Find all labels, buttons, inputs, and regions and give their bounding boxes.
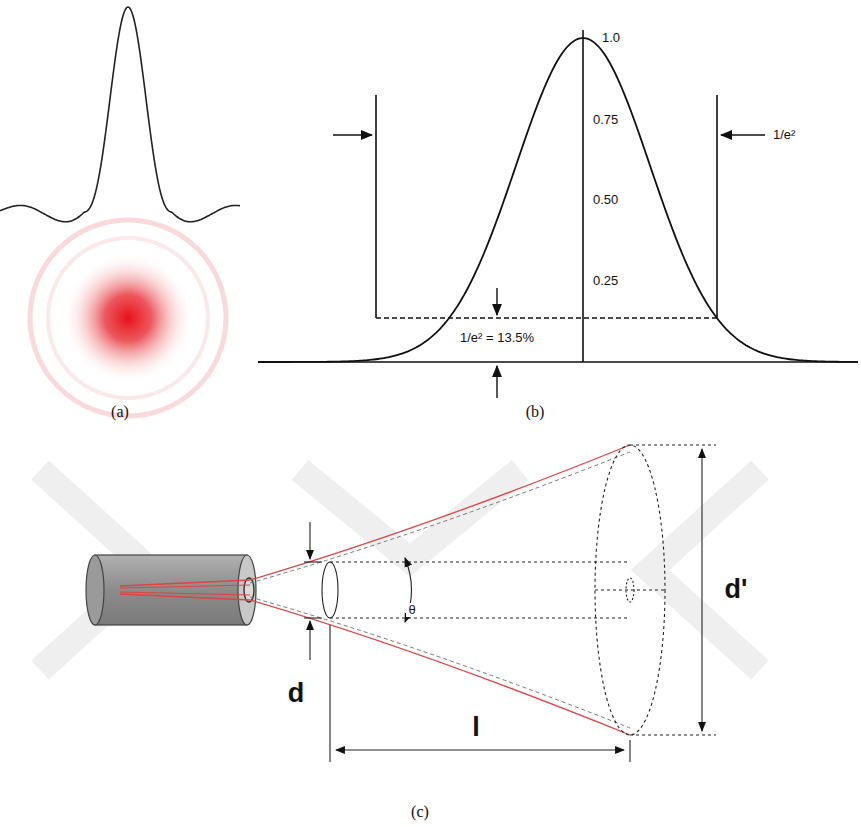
level-label: 1/e² = 13.5% (458, 331, 536, 345)
dimension-label: d (288, 679, 305, 709)
axis-tick: 0.75 (591, 113, 620, 127)
dimension-label: l (472, 713, 480, 743)
width-marker (716, 95, 718, 318)
beam-geometry (304, 445, 716, 762)
level-line (376, 317, 717, 318)
airy-spot (30, 220, 226, 416)
level-label: 1/e² (773, 128, 795, 142)
watermark (40, 470, 760, 670)
panel-caption: (c) (411, 803, 429, 821)
angle-label: θ (406, 603, 417, 617)
pointer-arrow (333, 134, 372, 135)
pointer-arrow (721, 134, 765, 135)
beam (120, 445, 630, 735)
panel-caption: (a) (111, 403, 129, 421)
pointer-arrow (496, 366, 497, 398)
width-marker (375, 95, 377, 318)
pointer-arrow (496, 288, 497, 315)
axis-tick: 0.25 (591, 274, 620, 288)
axis-tick: 1.0 (600, 31, 622, 45)
axis-tick: 0.50 (591, 193, 620, 207)
airy-profile (0, 7, 240, 222)
y-axis (582, 30, 584, 362)
gaussian-curve (258, 38, 858, 362)
dimension-label: d' (725, 575, 748, 605)
panel-caption: (b) (526, 403, 545, 421)
laser-body (86, 555, 256, 625)
